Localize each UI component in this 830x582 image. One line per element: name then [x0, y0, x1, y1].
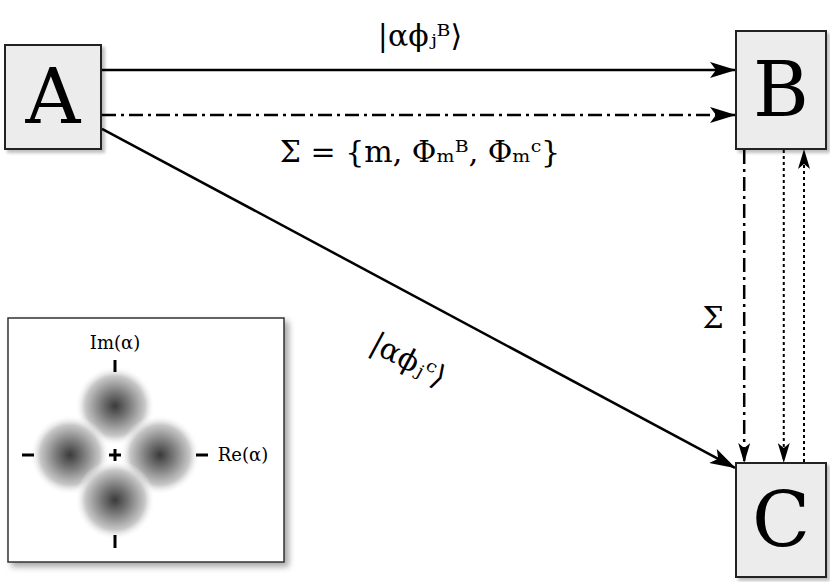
arrow-connector	[102, 69, 735, 72]
node-box: C	[735, 462, 827, 578]
edge-label: Σ	[698, 301, 727, 336]
node-box: A	[4, 44, 102, 150]
node-letter: C	[752, 482, 810, 558]
node-letter: A	[26, 59, 81, 135]
node-letter: B	[753, 52, 809, 128]
edge-label: |αϕⱼᶜ⟩	[361, 324, 456, 396]
edge-label: Σ = {m, Φₘᴮ, Φₘᶜ}	[276, 135, 564, 170]
arrow-connector	[102, 129, 735, 468]
arrow-connector	[743, 150, 746, 462]
arrow-connector	[783, 150, 785, 462]
arrow-connector	[102, 114, 735, 117]
arrow-connector	[803, 150, 805, 462]
edge-label: |αϕⱼᴮ⟩	[374, 19, 466, 54]
axis-label: Re(α)	[216, 445, 270, 465]
axis-label: Im(α)	[88, 333, 142, 353]
node-box: B	[735, 30, 827, 150]
